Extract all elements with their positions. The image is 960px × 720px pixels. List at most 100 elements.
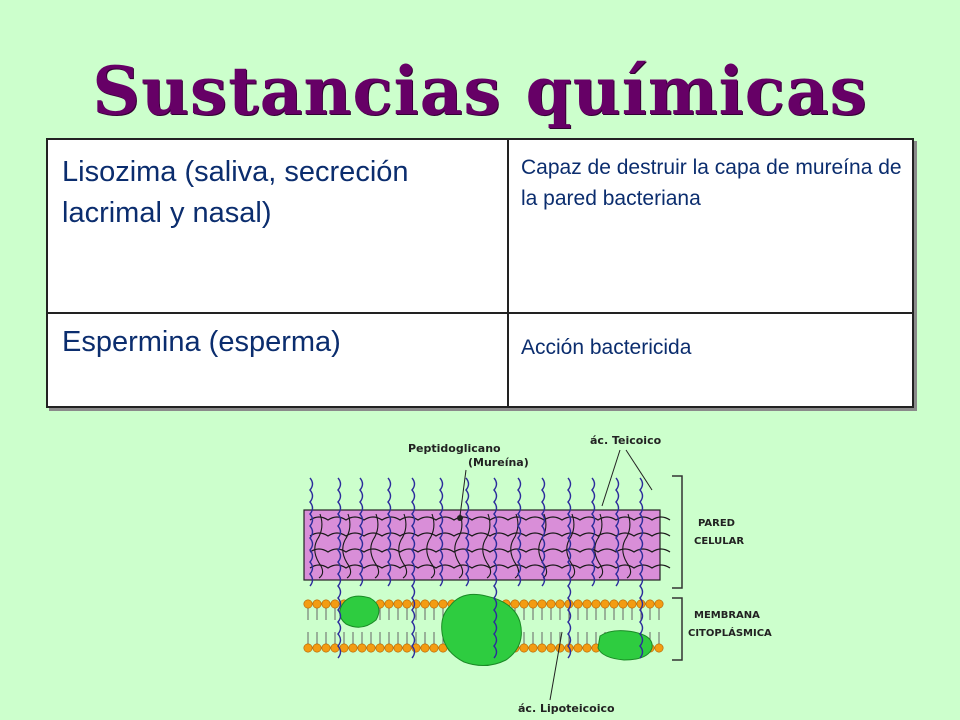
lipid-head	[357, 643, 367, 653]
lipid-head	[618, 599, 628, 609]
lipid-head	[393, 599, 403, 609]
label-cell-wall-2: CELULAR	[694, 536, 744, 547]
mesh-crosslink	[566, 513, 576, 579]
label-cell-wall-1: PARED	[698, 518, 735, 529]
membrane-bracket	[672, 597, 683, 661]
lipid-head	[528, 643, 538, 653]
teichoic-chain	[337, 477, 342, 659]
lipid-head	[591, 599, 601, 609]
lipid-head	[420, 599, 430, 609]
lipid-head	[429, 599, 439, 609]
substance-cell: Espermina (esperma)	[46, 312, 509, 408]
label-membrane-1: MEMBRANA	[694, 610, 760, 621]
lipid-head	[384, 599, 394, 609]
lipid-head	[321, 643, 331, 653]
lipid-head	[528, 599, 538, 609]
lipid-head	[654, 643, 664, 653]
lipid-head	[519, 599, 529, 609]
lipid-head	[636, 599, 646, 609]
mesh-crosslink	[454, 513, 464, 579]
label-lipoteichoic: ác. Lipoteicoico	[518, 702, 615, 715]
cell-wall-layer	[303, 509, 661, 581]
slide-title: Sustancias químicas	[92, 52, 868, 130]
action-cell: Capaz de destruir la capa de mureína de …	[507, 138, 914, 314]
lipid-head	[627, 599, 637, 609]
cell-wall-diagram: Peptidoglicano (Mureína) ác. Teicoico PA…	[303, 434, 772, 715]
lipid-head	[312, 599, 322, 609]
lipid-head	[375, 643, 385, 653]
teichoic-chain	[387, 477, 392, 587]
teichoic-chain	[541, 477, 546, 587]
action-cell: Acción bactericida	[507, 312, 914, 408]
table-row: Espermina (esperma) Acción bactericida	[46, 312, 914, 408]
substances-table: Lisozima (saliva, secreción lacrimal y n…	[46, 138, 914, 408]
lipid-head	[321, 599, 331, 609]
label-membrane-2: CITOPLÁSMICA	[688, 626, 772, 639]
mesh-crosslink	[594, 513, 604, 579]
lipid-head	[609, 599, 619, 609]
teichoic-pointer	[601, 449, 621, 507]
membrane-protein	[441, 593, 522, 666]
teichoic-chain	[639, 477, 644, 659]
teichoic-chain	[359, 477, 364, 587]
lipid-head	[573, 599, 583, 609]
teichoic-chain	[465, 477, 470, 587]
lipid-head	[393, 643, 403, 653]
lipid-head	[384, 643, 394, 653]
label-murein: (Mureína)	[468, 456, 529, 469]
mesh-crosslink	[426, 513, 436, 579]
table-row: Lisozima (saliva, secreción lacrimal y n…	[46, 138, 914, 314]
mesh-crosslink	[482, 513, 492, 579]
lipid-head	[537, 599, 547, 609]
lipid-head	[312, 643, 322, 653]
teichoic-chain	[493, 477, 498, 659]
lipid-head	[330, 599, 340, 609]
lipid-head	[303, 643, 313, 653]
lipid-head	[654, 599, 664, 609]
teichoic-chain	[439, 477, 444, 587]
lipid-head	[366, 643, 376, 653]
teichoic-chain	[567, 477, 572, 659]
lipid-head	[645, 599, 655, 609]
mesh-crosslink	[342, 513, 352, 579]
lipid-head	[402, 599, 412, 609]
lipid-head	[573, 643, 583, 653]
mesh-strand	[309, 532, 671, 537]
teichoic-chain	[591, 477, 596, 587]
teichoic-acid-chains	[309, 477, 644, 659]
lipid-head	[420, 643, 430, 653]
lipid-head	[546, 643, 556, 653]
label-teichoic: ác. Teicoico	[590, 434, 662, 447]
teichoic-pointer	[625, 449, 653, 491]
lipid-head	[537, 643, 547, 653]
membrane-protein	[597, 630, 653, 661]
membrane-protein	[339, 595, 380, 628]
lipid-head	[402, 643, 412, 653]
lipid-head	[600, 599, 610, 609]
teichoic-chain	[411, 477, 416, 659]
mesh-crosslink	[370, 513, 380, 579]
lipid-head	[564, 599, 574, 609]
mesh-crosslink	[538, 513, 548, 579]
mesh-strand	[309, 548, 671, 553]
label-peptidoglycan: Peptidoglicano	[408, 442, 501, 455]
teichoic-chain	[517, 477, 522, 587]
lipid-head	[303, 599, 313, 609]
lipid-head	[546, 599, 556, 609]
lipid-head	[429, 643, 439, 653]
lipid-head	[438, 599, 448, 609]
lipid-head	[411, 599, 421, 609]
lipid-head	[519, 643, 529, 653]
lipid-head	[582, 599, 592, 609]
teichoic-chain	[309, 477, 314, 587]
lipid-head	[348, 643, 358, 653]
lipoteichoic-pointer	[549, 631, 563, 701]
peptidoglycan-pointer	[459, 469, 467, 517]
mesh-crosslink	[622, 513, 632, 579]
mesh-crosslink	[314, 513, 324, 579]
lipid-head	[510, 599, 520, 609]
peptidoglycan-mesh	[309, 513, 671, 579]
lipid-head	[582, 643, 592, 653]
substance-cell: Lisozima (saliva, secreción lacrimal y n…	[46, 138, 509, 314]
mesh-crosslink	[398, 513, 408, 579]
